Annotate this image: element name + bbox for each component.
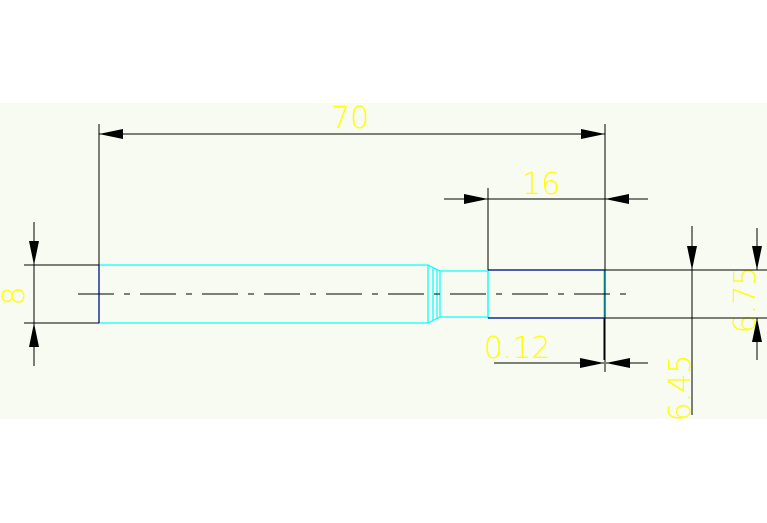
label-minor-diameter: 6.45 (663, 355, 698, 422)
label-offset: 0.12 (484, 331, 551, 366)
taper-top (427, 264, 441, 272)
drawing-area (0, 103, 767, 419)
dim-section-length (444, 188, 648, 270)
label-shank-diameter: 8 (0, 286, 32, 305)
dim-section-diameter (603, 226, 712, 415)
dim-shank-diameter (24, 222, 99, 366)
taper-bottom (427, 316, 441, 324)
label-overall-length: 70 (331, 101, 369, 136)
dim-minor-diameter (712, 228, 767, 360)
label-section-length: 16 (522, 167, 560, 202)
dim-overall-length (98, 124, 606, 372)
label-section-diameter: 6.75 (728, 267, 763, 334)
